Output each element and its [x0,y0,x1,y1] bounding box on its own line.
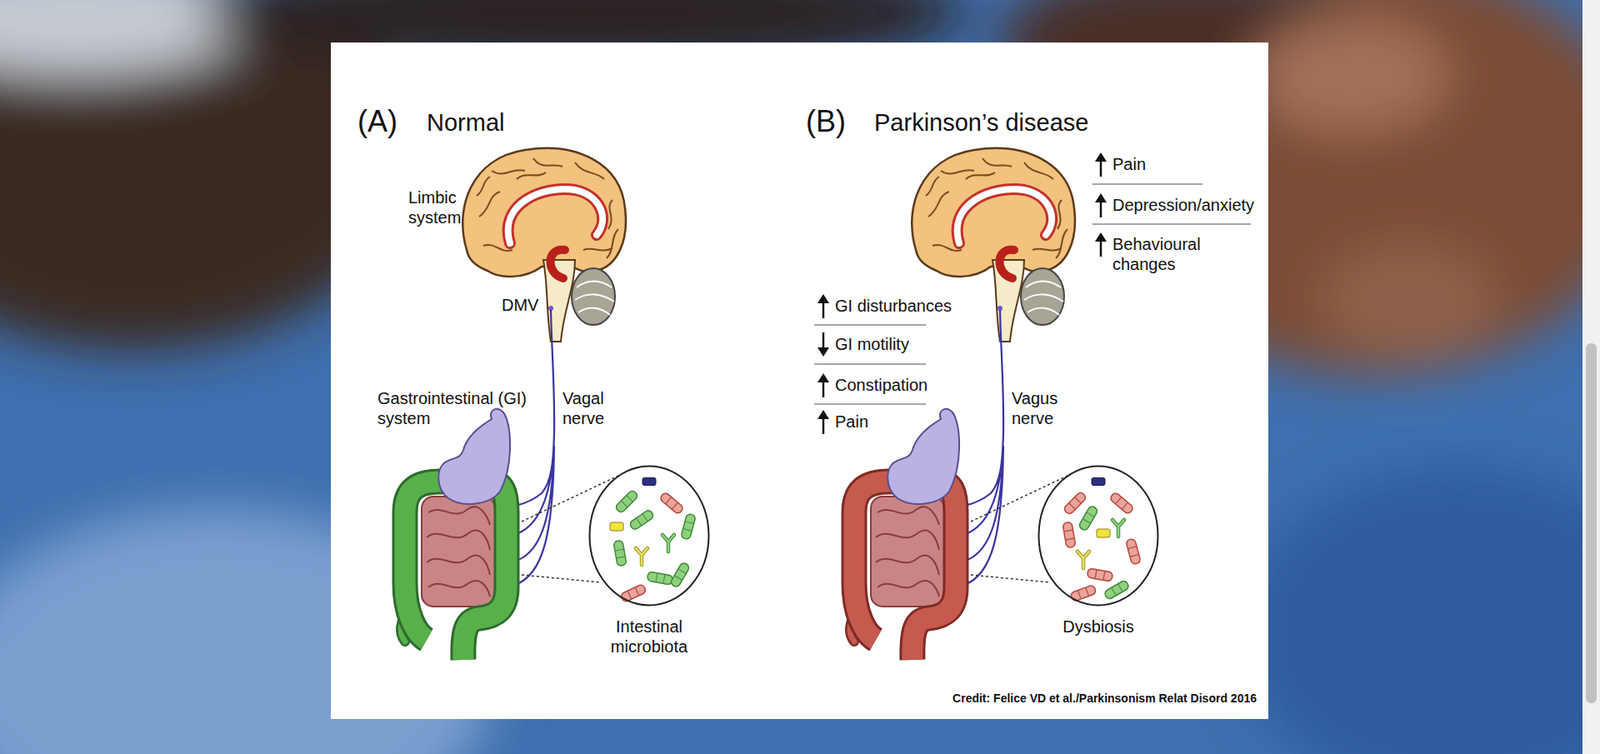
microbiota-bacteria [610,478,696,604]
colon-parkinsons [850,409,960,660]
symptom-label: Pain [1112,154,1146,175]
microbiota-circle: Intestinal microbiota [588,465,710,607]
stomach [438,409,510,505]
circle-outline [1037,465,1160,607]
circle-border [590,466,710,606]
structure-label: Limbic system [408,187,469,228]
circle-caption: Intestinal microbiota [595,616,704,657]
circle-outline [588,465,710,607]
change-arrows [817,152,1107,435]
up-arrow [1095,152,1107,177]
panel-letter: (A) [357,103,398,140]
structure-label: DMV [501,295,539,315]
circle-caption: Dysbiosis [1044,616,1153,637]
up-arrow [817,294,830,319]
up-arrow [817,373,830,398]
structure-label: Gastrointestinal (GI) system [377,388,538,429]
panel-letter: (B) [805,103,846,140]
symptom-label: Pain [835,411,869,432]
down-arrow [817,332,830,357]
nerve-label: Vagus nerve [1011,388,1067,429]
panel-heading: Normal [426,108,505,138]
nerve-label: Vagal nerve [562,388,618,429]
dysbiosis-bacteria [1062,478,1141,603]
up-arrow [1095,232,1107,257]
symptom-label: GI motility [835,334,910,355]
credit-caption: Credit: Felice VD et al./Parkinsonism Re… [952,691,1257,706]
separator-lines [814,184,1251,405]
symptom-label: Depression/anxiety [1112,195,1255,215]
panel-heading: Parkinson’s disease [874,108,1089,138]
up-arrow [1095,193,1107,218]
scrollbar-thumb [1585,343,1597,704]
up-arrow [817,410,830,435]
symptom-label: Behavioural changes [1112,234,1217,275]
symptom-label: Constipation [835,375,928,395]
microbiota-circle: Dysbiosis [1037,465,1160,607]
symptom-label: GI disturbances [835,295,952,316]
circle-border [1039,466,1159,606]
colon-normal [400,481,507,660]
